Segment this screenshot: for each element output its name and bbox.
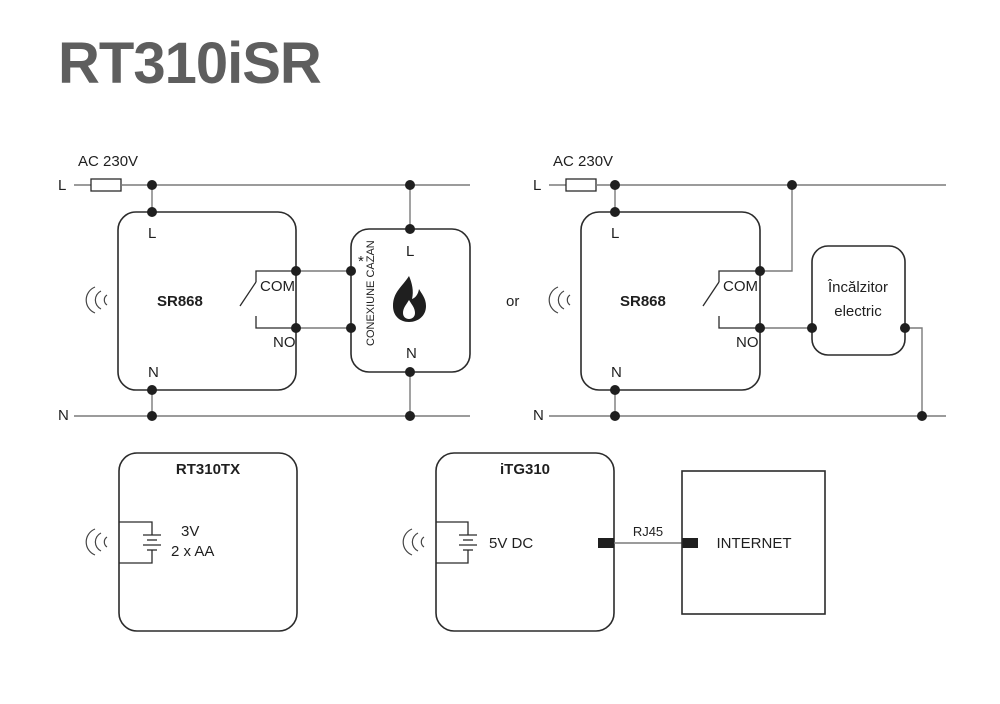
right-line-l-label: L — [533, 177, 541, 194]
left-line-l-label: L — [58, 177, 66, 194]
battery-icon — [119, 521, 161, 564]
flame-icon — [393, 276, 426, 322]
right-wiring-diagram: AC 230V L N L N SR868 COM NO Încălzitor … — [533, 153, 946, 424]
internet-label: INTERNET — [717, 535, 792, 552]
junction-dot — [405, 411, 415, 421]
left-receiver-no-label: NO — [273, 334, 296, 351]
page-title: RT310iSR — [58, 31, 322, 96]
junction-dot — [610, 385, 620, 395]
right-supply-label: AC 230V — [553, 153, 613, 170]
gateway-wireless-icon — [402, 528, 425, 556]
junction-dot — [807, 323, 817, 333]
heater-label-line2: electric — [834, 303, 882, 320]
thermostat-box — [118, 452, 298, 632]
gateway-name: iTG310 — [500, 461, 550, 478]
thermostat-name: RT310TX — [176, 461, 240, 478]
gateway-battery-icon — [436, 521, 477, 564]
junction-dot — [291, 323, 301, 333]
junction-dot — [405, 367, 415, 377]
junction-dot — [917, 411, 927, 421]
left-fuse — [90, 178, 122, 192]
junction-dot — [787, 180, 797, 190]
junction-dot — [291, 266, 301, 276]
right-fuse — [565, 178, 597, 192]
left-receiver-com-label: COM — [260, 278, 295, 295]
junction-dot — [405, 224, 415, 234]
thermostat-unit: RT310TX 3V 2 x AA — [85, 452, 298, 632]
junction-dot — [405, 180, 415, 190]
right-wireless-icon — [548, 286, 571, 314]
thermostat-voltage: 3V — [181, 523, 199, 540]
junction-dot — [900, 323, 910, 333]
junction-dot — [147, 411, 157, 421]
gateway-rj45-port — [598, 538, 614, 548]
junction-dot — [610, 180, 620, 190]
junction-dot — [147, 180, 157, 190]
junction-dot — [755, 266, 765, 276]
right-receiver-n-label: N — [611, 364, 622, 381]
junction-dot — [346, 266, 356, 276]
left-receiver-name: SR868 — [157, 293, 203, 310]
or-label: or — [506, 293, 519, 310]
left-relay-switch — [239, 270, 296, 329]
heater-label-line1: Încălzitor — [827, 279, 888, 296]
gateway-unit: iTG310 5V DC RJ45 INTERNET — [402, 452, 826, 632]
right-heater-n-wire — [905, 327, 923, 416]
junction-dot — [346, 323, 356, 333]
left-supply-label: AC 230V — [78, 153, 138, 170]
junction-dot — [610, 411, 620, 421]
left-wiring-diagram: AC 230V L N L N SR868 COM NO — [58, 153, 471, 424]
internet-rj45-port — [682, 538, 698, 548]
thermostat-wireless-icon — [85, 528, 108, 556]
left-line-n-label: N — [58, 407, 69, 424]
junction-dot — [755, 323, 765, 333]
right-receiver-no-label: NO — [736, 334, 759, 351]
internet-box — [681, 470, 826, 615]
left-receiver-n-label: N — [148, 364, 159, 381]
left-boiler-n-label: N — [406, 345, 417, 362]
left-receiver-box — [117, 211, 297, 391]
junction-dot — [147, 207, 157, 217]
right-receiver-com-label: COM — [723, 278, 758, 295]
right-receiver-l-label: L — [611, 225, 619, 242]
left-receiver-l-label: L — [148, 225, 156, 242]
thermostat-battery: 2 x AA — [171, 543, 214, 560]
right-receiver-name: SR868 — [620, 293, 666, 310]
right-relay-switch — [702, 270, 760, 329]
junction-dot — [147, 385, 157, 395]
heater-box — [811, 245, 906, 356]
boiler-asterisk: * — [358, 253, 364, 270]
right-com-feed-wire — [760, 185, 793, 272]
right-line-n-label: N — [533, 407, 544, 424]
left-wireless-icon — [85, 286, 108, 314]
right-receiver-box — [580, 211, 761, 391]
junction-dot — [610, 207, 620, 217]
boiler-connection-label: CONEXIUNE CAZAN — [365, 240, 377, 346]
gateway-power: 5V DC — [489, 535, 533, 552]
rj45-label: RJ45 — [633, 524, 663, 539]
left-boiler-l-label: L — [406, 243, 414, 260]
